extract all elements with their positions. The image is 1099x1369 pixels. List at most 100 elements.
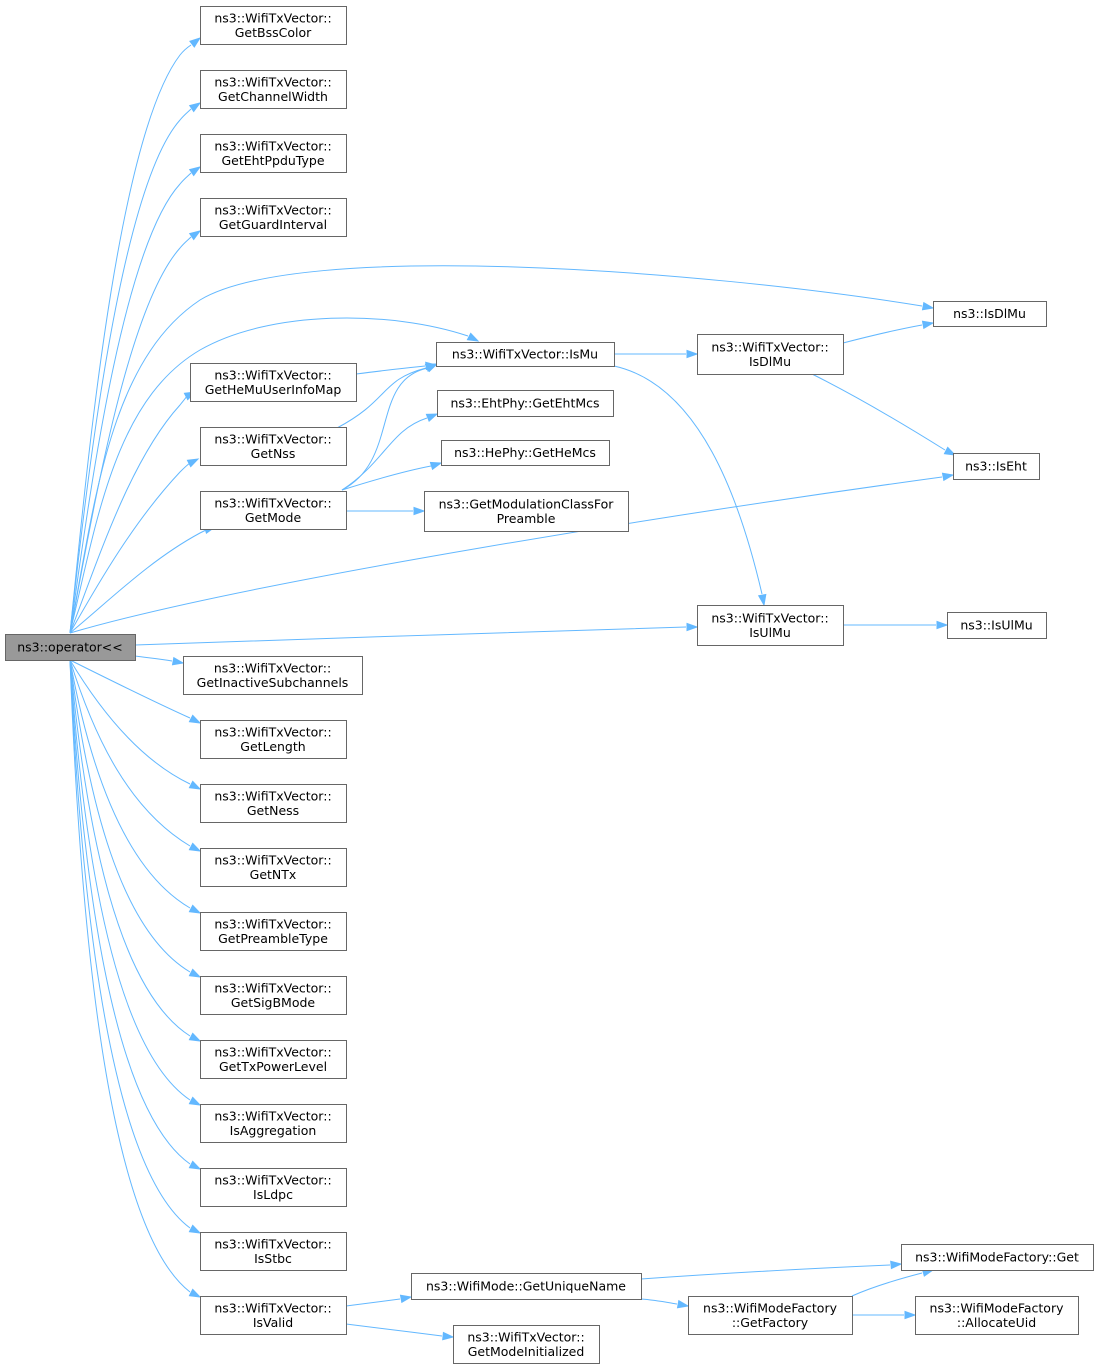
- node-getmodeinitialized[interactable]: ns3::WifiTxVector::GetModeInitialized: [453, 1325, 600, 1364]
- node-box: [200, 1040, 347, 1079]
- node-label: GetLength: [240, 739, 305, 754]
- node-label: ns3::WifiTxVector::: [214, 138, 331, 153]
- node-box: [424, 491, 629, 532]
- node-box: [933, 301, 1047, 327]
- node-ismu[interactable]: ns3::WifiTxVector::IsMu: [436, 342, 615, 367]
- node-label: ns3::HePhy::GetHeMcs: [454, 445, 596, 460]
- node-label: IsUlMu: [749, 625, 791, 640]
- node-label: GetPreambleType: [218, 931, 328, 946]
- node-label: GetHeMuUserInfoMap: [205, 382, 342, 397]
- node-label: ns3::IsDlMu: [953, 306, 1026, 321]
- node-getfactory[interactable]: ns3::WifiModeFactory::GetFactory: [688, 1296, 853, 1335]
- node-label: GetNTx: [250, 867, 297, 882]
- node-label: ns3::WifiTxVector::: [214, 1108, 331, 1123]
- edge-txisulmu-to-isulmu: [843, 620, 949, 630]
- node-box: [901, 1244, 1094, 1271]
- node-getntx[interactable]: ns3::WifiTxVector::GetNTx: [200, 848, 347, 887]
- node-getehtppdutype[interactable]: ns3::WifiTxVector::GetEhtPpduType: [200, 134, 347, 173]
- edge-root-to-getguardinterval: [69, 230, 202, 634]
- node-label: ns3::WifiModeFactory: [703, 1300, 838, 1315]
- node-isaggregation[interactable]: ns3::WifiTxVector::IsAggregation: [200, 1104, 347, 1143]
- node-label: ns3::WifiModeFactory::Get: [915, 1250, 1079, 1265]
- edge-root-to-iseht: [69, 472, 955, 634]
- edge-getuniquename-to-getfactory: [640, 1298, 690, 1309]
- node-label: ns3::operator<<: [17, 640, 123, 655]
- node-isvalid[interactable]: ns3::WifiTxVector::IsValid: [200, 1296, 347, 1335]
- node-label: GetNess: [247, 803, 299, 818]
- node-getness[interactable]: ns3::WifiTxVector::GetNess: [200, 784, 347, 823]
- edge-root-to-gethemuuserinfomap: [69, 391, 197, 634]
- edge-root-to-getness: [69, 659, 202, 790]
- node-label: GetNss: [251, 446, 296, 461]
- node-label: GetSigBMode: [231, 995, 316, 1010]
- node-label: GetGuardInterval: [219, 217, 327, 232]
- node-box: [200, 1104, 347, 1143]
- node-label: GetTxPowerLevel: [219, 1059, 327, 1074]
- edge-root-to-getsigbmode: [69, 659, 202, 978]
- edge-getmode-to-getehtmcs: [341, 413, 439, 491]
- edge-ismu-to-txisdlmu: [614, 349, 699, 359]
- edge-root-to-isstbc: [69, 659, 202, 1234]
- node-box: [200, 6, 347, 45]
- node-box: [200, 720, 347, 759]
- edge-root-to-getbsscolor: [69, 37, 202, 634]
- node-isstbc[interactable]: ns3::WifiTxVector::IsStbc: [200, 1232, 347, 1271]
- node-txisulmu[interactable]: ns3::WifiTxVector::IsUlMu: [697, 605, 844, 646]
- node-label: ns3::WifiTxVector::: [214, 788, 331, 803]
- node-getinactivesubchannels[interactable]: ns3::WifiTxVector::GetInactiveSubchannel…: [183, 656, 363, 695]
- node-gethemcs[interactable]: ns3::HePhy::GetHeMcs: [441, 440, 610, 466]
- edge-root-to-getnss: [69, 458, 200, 634]
- edge-root-to-getlength: [69, 659, 202, 724]
- node-label: Preamble: [497, 511, 556, 526]
- edge-root-to-isaggregation: [69, 659, 202, 1106]
- node-getmode[interactable]: ns3::WifiTxVector::GetMode: [200, 491, 347, 530]
- node-iseht[interactable]: ns3::IsEht: [953, 453, 1040, 480]
- node-label: GetModeInitialized: [468, 1344, 585, 1359]
- edge-getmode-to-gethemcs: [341, 461, 443, 491]
- node-getnss[interactable]: ns3::WifiTxVector::GetNss: [200, 427, 347, 466]
- node-label: IsValid: [253, 1315, 293, 1330]
- call-nodes: ns3::operator<<ns3::WifiTxVector::GetBss…: [5, 6, 1094, 1364]
- node-txisdlmu[interactable]: ns3::WifiTxVector::IsDlMu: [697, 334, 844, 375]
- node-factoryget[interactable]: ns3::WifiModeFactory::Get: [901, 1244, 1094, 1271]
- node-gethemuuserinfomap[interactable]: ns3::WifiTxVector::GetHeMuUserInfoMap: [190, 363, 357, 402]
- node-box: [200, 1232, 347, 1271]
- edge-root-to-gettxpowerlevel: [69, 659, 202, 1042]
- node-box: [697, 605, 844, 646]
- node-box: [200, 976, 347, 1015]
- node-getchannelwidth[interactable]: ns3::WifiTxVector::GetChannelWidth: [200, 70, 347, 109]
- node-label: ns3::WifiTxVector::: [214, 74, 331, 89]
- node-getguardinterval[interactable]: ns3::WifiTxVector::GetGuardInterval: [200, 198, 347, 237]
- node-gettxpowerlevel[interactable]: ns3::WifiTxVector::GetTxPowerLevel: [200, 1040, 347, 1079]
- node-label: GetEhtPpduType: [221, 153, 324, 168]
- node-root[interactable]: ns3::operator<<: [5, 634, 136, 661]
- node-box: [436, 342, 615, 367]
- node-label: ns3::WifiTxVector::: [214, 1300, 331, 1315]
- node-box: [200, 427, 347, 466]
- node-label: ns3::WifiTxVector::: [214, 916, 331, 931]
- node-box: [200, 848, 347, 887]
- node-box: [200, 491, 347, 530]
- node-label: IsAggregation: [230, 1123, 317, 1138]
- node-getbsscolor[interactable]: ns3::WifiTxVector::GetBssColor: [200, 6, 347, 45]
- edge-root-to-isvalid: [69, 659, 202, 1298]
- node-label: ns3::WifiTxVector::: [467, 1329, 584, 1344]
- node-allocateuid[interactable]: ns3::WifiModeFactory::AllocateUid: [915, 1296, 1079, 1335]
- node-label: ns3::WifiTxVector::: [711, 339, 828, 354]
- node-label: ns3::WifiTxVector::: [214, 980, 331, 995]
- node-label: ns3::WifiTxVector::: [214, 1172, 331, 1187]
- node-getsigbmode[interactable]: ns3::WifiTxVector::GetSigBMode: [200, 976, 347, 1015]
- node-isdlmu[interactable]: ns3::IsDlMu: [933, 301, 1047, 327]
- node-label: GetBssColor: [235, 25, 312, 40]
- node-isldpc[interactable]: ns3::WifiTxVector::IsLdpc: [200, 1168, 347, 1207]
- node-box: [411, 1273, 642, 1300]
- node-getehtmcs[interactable]: ns3::EhtPhy::GetEhtMcs: [437, 390, 614, 417]
- node-box: [697, 334, 844, 375]
- node-box: [453, 1325, 600, 1364]
- edge-root-to-txisulmu: [134, 622, 699, 646]
- node-isulmu[interactable]: ns3::IsUlMu: [947, 612, 1047, 639]
- node-getpreambletype[interactable]: ns3::WifiTxVector::GetPreambleType: [200, 912, 347, 951]
- node-getlength[interactable]: ns3::WifiTxVector::GetLength: [200, 720, 347, 759]
- node-getuniquename[interactable]: ns3::WifiMode::GetUniqueName: [411, 1273, 642, 1300]
